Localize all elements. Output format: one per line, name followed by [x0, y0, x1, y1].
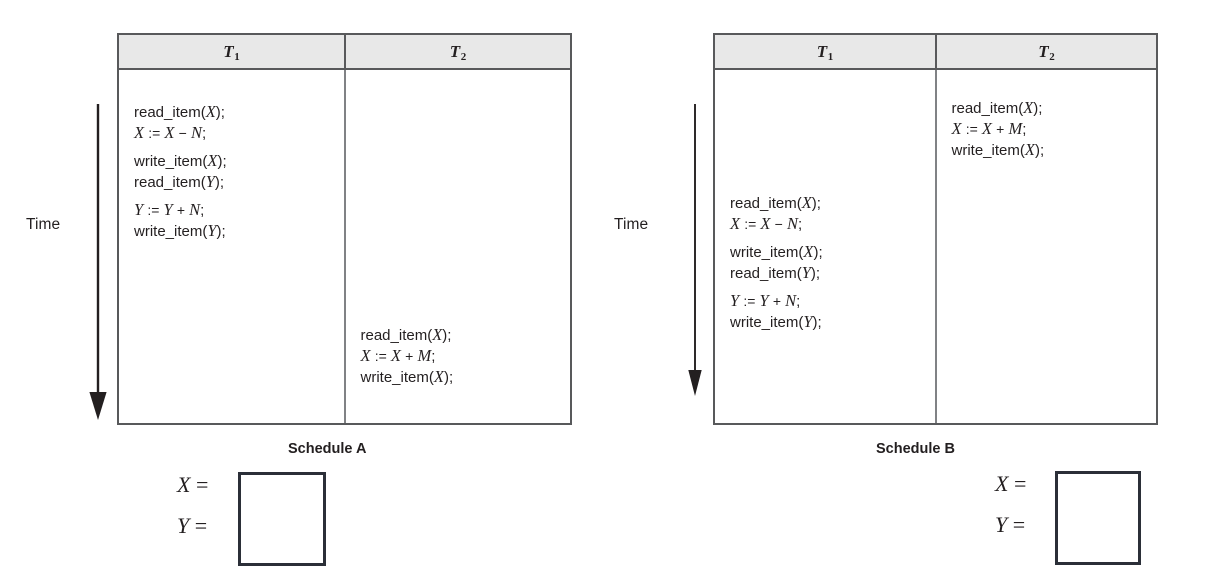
statement-line: write_item(X);	[134, 151, 227, 170]
statement-line: read_item(Y);	[730, 263, 821, 282]
stmt-group: read_item(X); X := X − N;	[134, 102, 227, 144]
schedule-b-answer-x-label: X =	[995, 471, 1027, 496]
statement-line: X := X − N;	[134, 123, 207, 142]
schedule-a-answer-x-label: X =	[177, 472, 209, 497]
schedule-b-answer-y-label: Y =	[995, 512, 1026, 537]
statement-line: X := X + M;	[951, 119, 1027, 138]
statement-line: X := X + M;	[360, 346, 436, 365]
header-label-t2: T2	[1038, 42, 1055, 63]
schedule-b-caption: Schedule B	[876, 441, 955, 457]
statement-line: Y := Y + N;	[730, 291, 801, 310]
schedule-b-t2-statements: read_item(X); X := X + M; write_item(X);	[952, 98, 1045, 161]
header-label-t1: T1	[223, 42, 240, 63]
statement-line: write_item(X);	[730, 242, 823, 261]
statement-line: X := X − N;	[730, 214, 803, 233]
statement-line: write_item(X);	[951, 140, 1045, 159]
schedule-b-cell-t1: read_item(X); X := X − N; write_item(X);…	[715, 70, 937, 423]
stmt-group: Y := Y + N; write_item(Y);	[730, 291, 823, 333]
schedule-a-table: T1 T2 read_item(X); X := X − N; write_it…	[117, 33, 572, 425]
statement-line: read_item(X);	[730, 193, 821, 212]
schedule-b-body: read_item(X); X := X − N; write_item(X);…	[715, 70, 1156, 423]
schedule-a-t1-statements: read_item(X); X := X − N; write_item(X);…	[134, 102, 227, 242]
schedule-a-caption: Schedule A	[288, 441, 367, 457]
schedule-a-cell-t2: read_item(X); X := X + M; write_item(X);	[346, 70, 571, 423]
schedule-b-cell-t2: read_item(X); X := X + M; write_item(X);	[937, 70, 1157, 423]
time-arrow-a	[89, 104, 107, 420]
schedule-a-header-row: T1 T2	[119, 35, 570, 70]
schedule-b-header-t2: T2	[936, 35, 1156, 68]
schedule-a-body: read_item(X); X := X − N; write_item(X);…	[119, 70, 570, 423]
schedule-a-answer-y-label: Y =	[177, 513, 208, 538]
schedule-b-header-t1: T1	[715, 35, 937, 68]
statement-line: write_item(Y);	[730, 312, 822, 331]
time-arrow-b	[688, 104, 702, 396]
schedule-b-answer-box[interactable]	[1055, 471, 1141, 565]
stmt-group: write_item(X); read_item(Y);	[730, 242, 823, 284]
stmt-group: Y := Y + N; write_item(Y);	[134, 200, 227, 242]
statement-line: read_item(X);	[134, 102, 225, 121]
statement-line: read_item(Y);	[134, 172, 225, 191]
schedule-a-header-t1: T1	[119, 35, 346, 68]
statement-line: read_item(X);	[360, 325, 452, 344]
statement-line: write_item(X);	[360, 367, 454, 386]
time-label-b: Time	[614, 216, 649, 233]
stmt-group: write_item(X); read_item(Y);	[134, 151, 227, 193]
header-label-t2: T2	[449, 42, 467, 63]
statement-line: Y := Y + N;	[134, 200, 205, 219]
stmt-group: read_item(X); X := X − N;	[730, 193, 823, 235]
schedule-b-header-row: T1 T2	[715, 35, 1156, 70]
time-label-a: Time	[26, 216, 61, 233]
schedule-b-t1-statements: read_item(X); X := X − N; write_item(X);…	[730, 193, 823, 333]
statement-line: write_item(Y);	[134, 221, 226, 240]
schedule-a-cell-t1: read_item(X); X := X − N; write_item(X);…	[119, 70, 346, 423]
schedule-a-header-t2: T2	[345, 35, 570, 68]
schedule-a-answer-box[interactable]	[238, 472, 326, 566]
stmt-group: read_item(X); X := X + M; write_item(X);	[952, 98, 1045, 161]
statement-line: read_item(X);	[951, 98, 1043, 117]
stmt-group: read_item(X); X := X + M; write_item(X);	[361, 325, 454, 388]
schedule-b-table: T1 T2 read_item(X); X := X − N; write_it…	[713, 33, 1158, 425]
schedule-a-t2-statements: read_item(X); X := X + M; write_item(X);	[361, 325, 454, 388]
header-label-t1: T1	[816, 42, 834, 63]
